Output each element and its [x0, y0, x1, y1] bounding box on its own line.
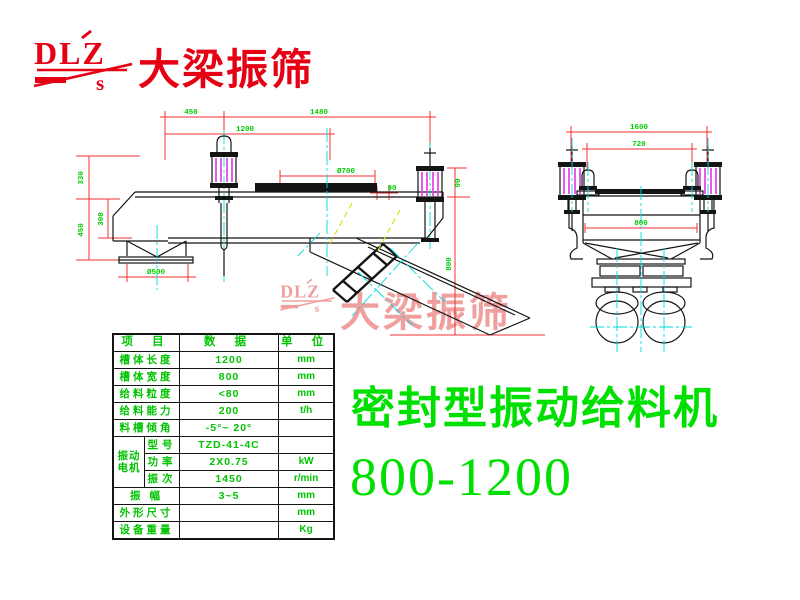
table-row: 振 幅 3~5 mm [112, 487, 335, 505]
watermark-mark-text: DLZ [280, 282, 320, 302]
front-body-outline [568, 189, 715, 344]
dim-label: Ø500 [147, 268, 166, 277]
dim-label: 330 [78, 171, 86, 185]
dim-label: 800 [634, 220, 648, 228]
table-cell: 200 [179, 402, 279, 420]
dim-label: 1600 [630, 124, 649, 132]
table-cell: -5°~ 20° [179, 419, 279, 437]
table-cell: 槽体宽度 [112, 368, 180, 386]
table-cell: t/h [278, 402, 335, 420]
side-view: 450 1480 1200 Ø700 90 90 330 300 450 Ø50… [76, 109, 545, 336]
table-row-motor: 振动电机 型号 TZD-41-4C [112, 436, 335, 488]
logo-mark-sub: s [96, 71, 104, 94]
company-logo: DLZ s 大梁振筛 [30, 28, 330, 98]
table-row-motor: 振次 1450 r/min [113, 470, 335, 488]
dim-label: 450 [184, 109, 198, 117]
table-cell: kW [278, 453, 335, 471]
product-title-line1: 密封型振动给料机 [351, 384, 719, 433]
table-cell [278, 436, 335, 454]
table-cell: Kg [278, 521, 335, 540]
dim-label: 1480 [310, 109, 329, 117]
table-row-motor: 功率 2X0.75 kW [113, 453, 335, 471]
table-cell: r/min [278, 470, 335, 488]
table-cell [278, 419, 335, 437]
table-cell: 800 [179, 368, 279, 386]
table-row: 槽体长度 1200 mm [112, 351, 335, 369]
dim-label: 300 [98, 212, 106, 226]
spring-isolator-left [210, 135, 238, 276]
table-cell: 设备重量 [112, 521, 180, 540]
table-cell: mm [278, 368, 335, 386]
side-centerlines [156, 128, 446, 327]
table-header-cell: 数 据 [179, 333, 279, 352]
table-row: 设备重量 Kg [112, 521, 335, 540]
table-cell: mm [278, 504, 335, 522]
dim-label: 90 [455, 178, 463, 188]
table-cell: 给料粒度 [112, 385, 180, 403]
table-cell: 2X0.75 [179, 453, 279, 471]
dim-label: 90 [387, 185, 397, 193]
watermark-dlz-icon: DLZ s [280, 278, 335, 315]
table-cell: 振次 [144, 470, 180, 488]
table-cell: 外形尺寸 [112, 504, 180, 522]
table-row: 外形尺寸 mm [112, 504, 335, 522]
table-cell-motor-group: 振动电机 [112, 436, 145, 488]
dim-label: 800 [446, 257, 454, 271]
dim-label: 450 [78, 223, 86, 237]
logo-mark-text: DLZ [34, 35, 106, 71]
table-row: 料槽倾角 -5°~ 20° [112, 419, 335, 437]
hidden-lines [327, 202, 401, 253]
table-cell: 1450 [179, 470, 279, 488]
front-centerlines [571, 138, 709, 352]
table-header-cell: 单 位 [278, 333, 335, 352]
table-cell: <80 [179, 385, 279, 403]
table-header-cell: 项 目 [112, 333, 180, 352]
table-row: 给料能力 200 t/h [112, 402, 335, 420]
table-row: 槽体宽度 800 mm [112, 368, 335, 386]
table-cell: TZD-41-4C [179, 436, 279, 454]
front-view: 1600 720 800 [558, 124, 722, 352]
dim-label: 1200 [236, 126, 255, 134]
table-cell: 功率 [144, 453, 180, 471]
table-row: 给料粒度 <80 mm [112, 385, 335, 403]
table-cell: 给料能力 [112, 402, 180, 420]
product-title-line2: 800-1200 [350, 447, 573, 507]
side-dimension-lines [76, 111, 545, 336]
dim-label: Ø700 [337, 167, 356, 176]
table-header-row: 项 目 数 据 单 位 [112, 333, 335, 352]
table-cell [179, 521, 279, 540]
dim-label: 720 [632, 141, 646, 149]
spec-table: 项 目 数 据 单 位 槽体长度 1200 mm 槽体宽度 800 mm 给料粒… [112, 333, 336, 540]
table-cell: mm [278, 351, 335, 369]
table-cell: mm [278, 487, 335, 505]
logo-brand-text: 大梁振筛 [138, 46, 315, 93]
spring-isolator-right [416, 148, 444, 242]
side-dimension-labels: 450 1480 1200 Ø700 90 90 330 300 450 Ø50… [78, 109, 463, 277]
chute-motor-bracket [332, 243, 398, 303]
table-cell: 3~5 [179, 487, 279, 505]
table-cell: mm [278, 385, 335, 403]
inlet-flange [255, 183, 377, 192]
table-cell [179, 504, 279, 522]
table-cell: 型号 [144, 436, 180, 454]
table-cell: 1200 [179, 351, 279, 369]
watermark-mark-sub: s [315, 302, 320, 315]
table-cell: 槽体长度 [112, 351, 180, 369]
table-cell: 料槽倾角 [112, 419, 180, 437]
front-dimension-labels: 1600 720 800 [630, 124, 649, 228]
side-body-outline [112, 191, 531, 336]
table-cell: 振 幅 [112, 487, 180, 505]
dlz-logo-icon: DLZ s [33, 29, 133, 95]
